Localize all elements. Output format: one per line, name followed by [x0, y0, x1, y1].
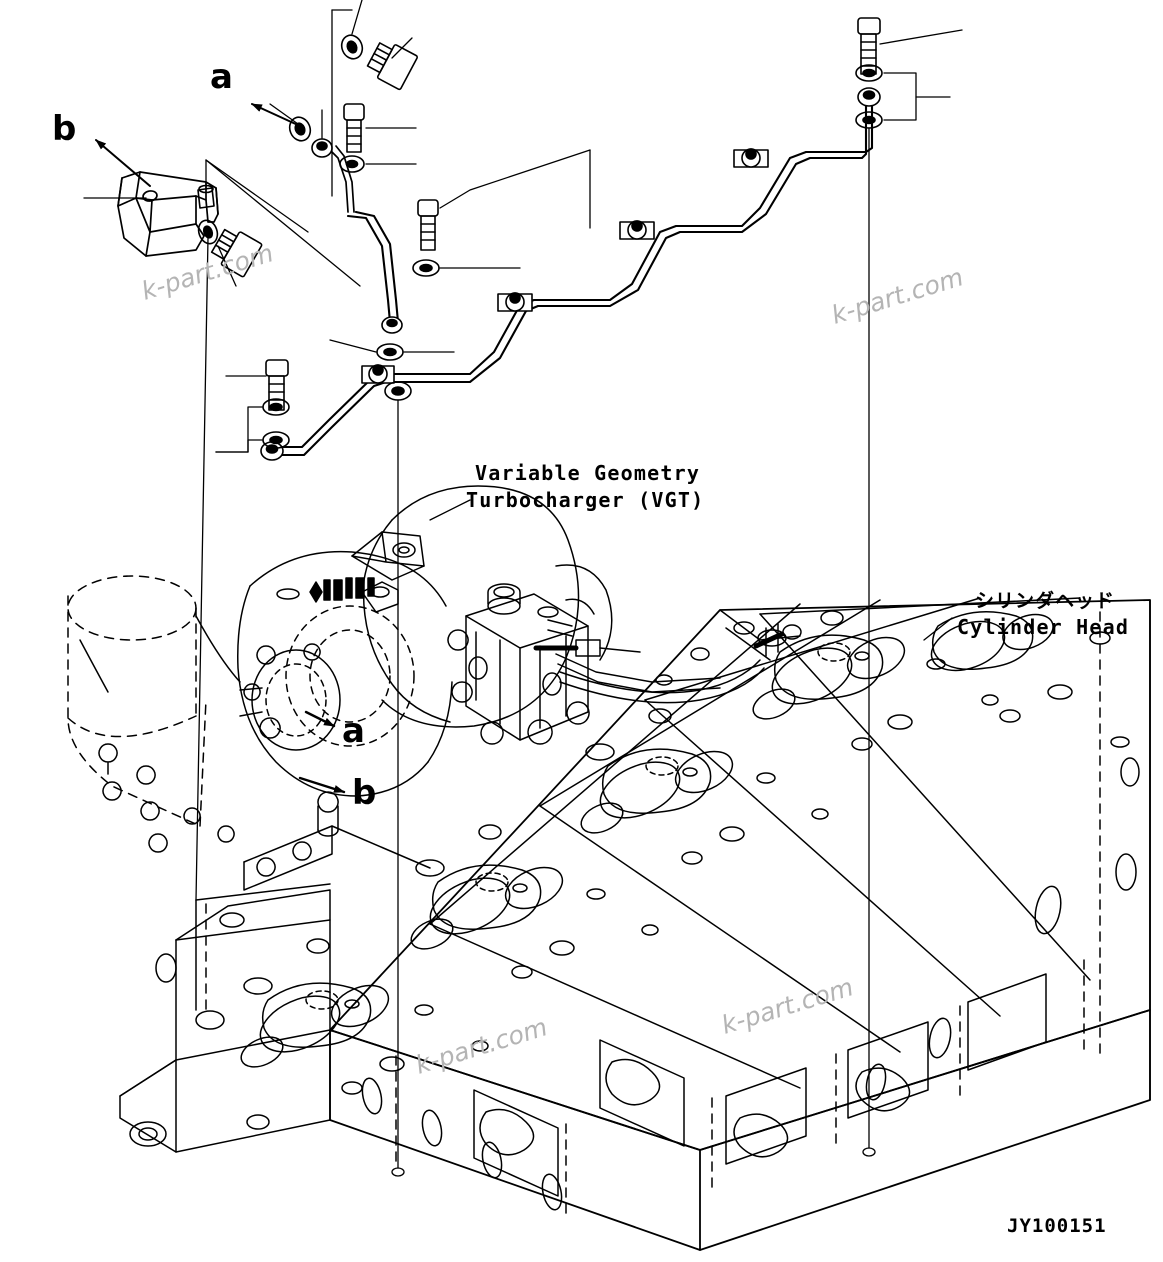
sealing-washer-lower-mid-1 — [376, 343, 404, 361]
valve-pocket-clusters — [240, 611, 1054, 1068]
callout-b-bottom: b — [352, 773, 377, 813]
sealing-washer-lower-left-2 — [262, 431, 290, 449]
callout-a-top: a — [210, 57, 233, 97]
tube-collar-2 — [619, 220, 655, 240]
sealing-washer-lower-mid-2 — [384, 381, 412, 401]
oil-tube-riser — [329, 145, 355, 213]
sealing-washer-mid-center — [339, 155, 365, 173]
drawing-number: JY100151 — [1007, 1215, 1107, 1237]
sealing-washer-right-upper — [855, 64, 883, 82]
sealing-washer-mid-tube — [412, 259, 440, 277]
bolt-upper-center — [343, 103, 365, 153]
sealing-washer-top-center — [340, 34, 364, 60]
callout-b-top: b — [52, 109, 77, 149]
banjo-fitting-upper-branch — [311, 138, 333, 158]
banjo-fitting-left-end — [260, 441, 284, 461]
turbo-top-pads — [351, 531, 425, 613]
banjo-fitting-right-top — [857, 87, 881, 107]
sealing-washer-bracket — [197, 219, 219, 245]
inlet-flange-bolts — [98, 743, 339, 853]
cylinder-head-assembly — [119, 597, 1151, 1251]
hidden-edges — [205, 903, 1085, 1219]
sealing-washer-lower-left-1 — [262, 398, 290, 416]
tube-collar-1 — [497, 292, 533, 312]
mounting-bracket — [117, 171, 219, 257]
vgt-turbocharger — [67, 485, 721, 853]
vgt-actuator — [447, 583, 590, 745]
bolt-lower-left — [265, 359, 289, 411]
block-windows — [473, 973, 1047, 1197]
leader-lines — [83, 0, 963, 1177]
bolt-top-angled — [366, 42, 418, 91]
cylinder-head-label-jp: シリンダヘッド — [975, 590, 1116, 612]
vgt-label-line2: Turbocharger (VGT) — [466, 488, 705, 512]
banjo-fitting-left-lower — [381, 316, 403, 334]
bolt-mid-center — [417, 199, 439, 251]
vgt-label-line1: Variable Geometry — [475, 461, 701, 485]
oil-supply-tube — [274, 102, 874, 457]
sealing-washer-right-lower — [855, 111, 883, 129]
banjo-bolt-right — [857, 17, 881, 75]
deck-bolt-holes — [243, 610, 1130, 1095]
head-fitting — [753, 623, 802, 657]
oil-tube-branch — [346, 210, 400, 324]
side-face-ports — [361, 885, 1062, 1211]
komatsu-nameplate — [276, 577, 375, 603]
compressor-hub — [243, 643, 341, 751]
cylinder-head-label-en: Cylinder Head — [957, 615, 1130, 639]
callout-a-bottom: a — [342, 711, 365, 751]
tube-collar-4 — [361, 364, 395, 384]
tube-collar-3 — [733, 148, 769, 168]
bolt-bracket — [210, 228, 263, 278]
